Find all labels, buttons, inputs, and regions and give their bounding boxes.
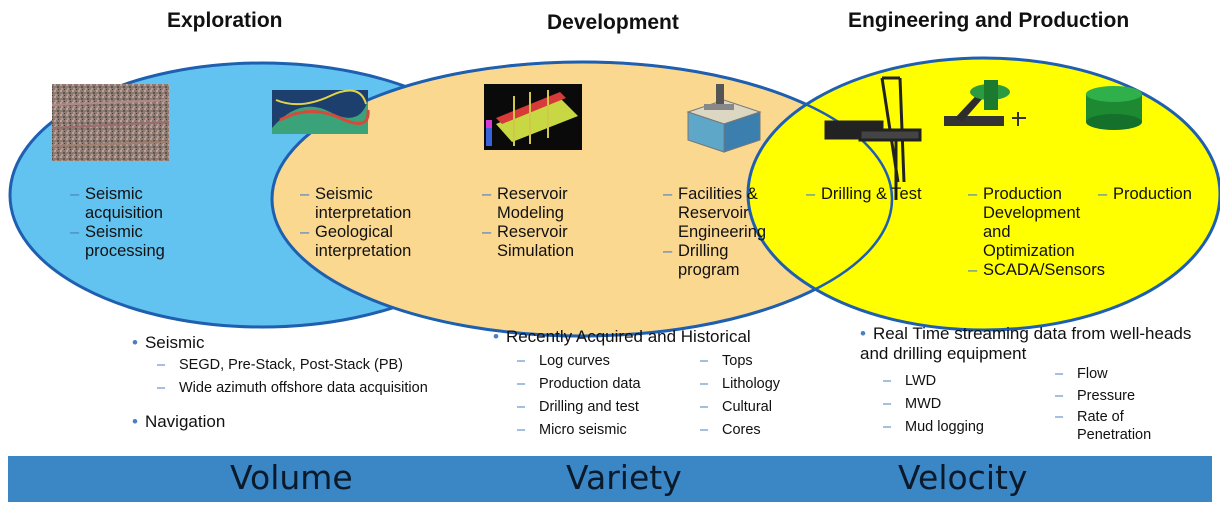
list-item: Drilling and test (517, 396, 641, 419)
development-col1-list: Seismic interpretation Geological interp… (300, 185, 460, 261)
list-item: Cultural (700, 396, 780, 419)
bullet-icon: • (132, 412, 138, 431)
list-item: Lithology (700, 373, 780, 396)
pump-jack-icon (944, 80, 1026, 126)
list-item: Cores (700, 419, 780, 442)
seismic-bullet: •Seismic (132, 333, 205, 352)
exploration-heading: Exploration (167, 9, 283, 32)
list-item: SEGD, Pre-Stack, Post-Stack (PB) (157, 354, 428, 377)
engineering-heading: Engineering and Production (848, 9, 1130, 32)
list-item: Drilling & Test (806, 185, 966, 204)
velocity-right-list: Flow Pressure Rate of Penetration (1055, 364, 1185, 444)
three-v-band: Volume Variety Velocity (8, 456, 1212, 502)
list-item: MWD (883, 393, 984, 416)
bullet-icon: • (860, 324, 866, 343)
seismic-sub-list: SEGD, Pre-Stack, Post-Stack (PB) Wide az… (157, 354, 428, 400)
velocity-left-list: LWD MWD Mud logging (883, 370, 984, 439)
variety-label: Variety (566, 458, 682, 497)
list-item: Rate of Penetration (1055, 408, 1185, 444)
engineering-col2-list: Production Development and Optimization … (968, 185, 1105, 280)
navigation-bullet: •Navigation (132, 412, 226, 431)
volume-label: Volume (230, 458, 353, 497)
list-item: Geological interpretation (300, 223, 460, 261)
seismic-section-icon (51, 84, 170, 161)
list-item: SCADA/Sensors (968, 261, 1105, 280)
list-item: LWD (883, 370, 984, 393)
list-item: Reservoir Modeling (482, 185, 612, 223)
variety-bullet: •Recently Acquired and Historical (493, 327, 751, 346)
list-item: Facilities & Reservoir Engineering (663, 185, 793, 242)
list-item: Reservoir Simulation (482, 223, 612, 261)
engineering-col3-list: Production (1098, 185, 1214, 204)
reservoir-block-icon (686, 84, 762, 153)
storage-tank-icon (1086, 86, 1142, 130)
list-item: Production (1098, 185, 1214, 204)
velocity-bullet: •Real Time streaming data from well-head… (860, 324, 1192, 363)
development-col2-list: Reservoir Modeling Reservoir Simulation (482, 185, 612, 261)
list-item: Drilling program (663, 242, 793, 280)
variety-left-list: Log curves Production data Drilling and … (517, 350, 641, 442)
list-item: Flow (1055, 364, 1185, 384)
list-item: Tops (700, 350, 780, 373)
development-heading: Development (547, 11, 679, 34)
exploration-activity-list: Seismic acquisition Seismic processing (70, 185, 220, 261)
velocity-label: Velocity (898, 458, 1028, 497)
reservoir-model-icon (484, 84, 582, 150)
engineering-col1-list: Drilling & Test (806, 185, 966, 204)
variety-right-list: Tops Lithology Cultural Cores (700, 350, 780, 442)
development-col3-list: Facilities & Reservoir Engineering Drill… (663, 185, 793, 280)
drilling-rig-icon (824, 76, 922, 200)
list-item: Mud logging (883, 416, 984, 439)
list-item: Wide azimuth offshore data acquisition (157, 377, 428, 400)
list-item: Seismic interpretation (300, 185, 460, 223)
list-item: Log curves (517, 350, 641, 373)
3d-seismic-horizon-icon (272, 89, 370, 134)
list-item: Micro seismic (517, 419, 641, 442)
list-item: Pressure (1055, 386, 1185, 406)
list-item: Seismic acquisition (70, 185, 220, 223)
bullet-icon: • (493, 327, 499, 346)
list-item: Production data (517, 373, 641, 396)
list-item: Seismic processing (70, 223, 220, 261)
list-item: Production Development and Optimization (968, 185, 1096, 261)
bullet-icon: • (132, 333, 138, 352)
